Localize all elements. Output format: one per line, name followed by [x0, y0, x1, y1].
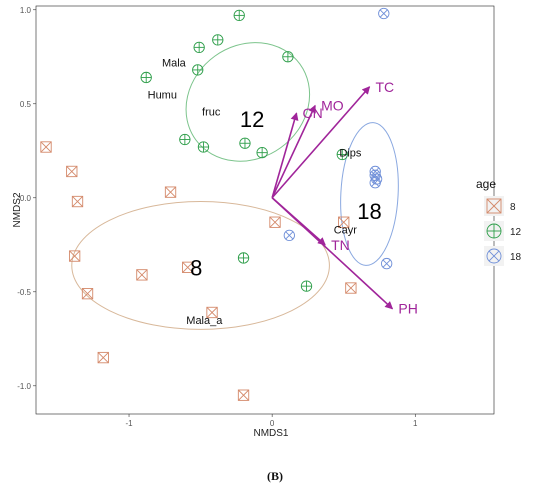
y-tick-label: 0.5 [20, 100, 32, 109]
species-label: Mala_a [186, 315, 223, 327]
point-age-12 [239, 137, 251, 149]
point-age-8 [269, 216, 281, 228]
x-tick-label: 0 [270, 419, 275, 428]
point-age-8 [237, 389, 250, 401]
centroid-label-8: 8 [190, 255, 202, 280]
y-tick-label: -0.5 [17, 288, 31, 297]
legend-key-8 [486, 198, 502, 214]
vector-arrow-tc [271, 86, 371, 199]
point-age-18 [381, 257, 393, 270]
point-age-8 [206, 306, 218, 319]
centroid-label-18: 18 [357, 199, 381, 224]
species-label: fruc [202, 106, 221, 118]
vector-arrow-mo [271, 104, 316, 199]
y-tick-label: -1.0 [17, 382, 31, 391]
vector-arrow-ph [271, 197, 394, 310]
point-age-12 [192, 64, 204, 76]
vector-label-cn: CN [302, 105, 322, 121]
species-label: Mala [162, 57, 187, 69]
point-age-8 [66, 165, 78, 178]
legend-label-12: 12 [510, 227, 522, 238]
x-axis-title: NMDS1 [253, 428, 288, 439]
figure-caption: (B) [267, 469, 283, 483]
ellipse-age-18 [340, 122, 399, 266]
point-age-8 [338, 216, 350, 228]
vector-arrow-cn [271, 112, 299, 198]
legend-title: age [476, 177, 496, 191]
y-tick-label: 1.0 [20, 6, 32, 15]
vector-label-tc: TC [375, 79, 394, 95]
ellipse-age-8 [71, 201, 330, 330]
x-tick-label: -1 [125, 419, 133, 428]
point-age-8 [68, 250, 81, 262]
point-age-12 [197, 141, 210, 153]
legend: age 8 12 18 [476, 177, 522, 266]
ellipse-age-12 [185, 42, 311, 162]
point-age-8 [182, 261, 194, 273]
y-axis-title: NMDS2 [12, 192, 23, 227]
legend-label-18: 18 [510, 252, 522, 263]
point-age-8 [345, 282, 357, 294]
point-age-8 [40, 141, 52, 153]
point-age-18 [378, 7, 390, 20]
vector-label-ph: PH [398, 301, 417, 317]
legend-key-12 [486, 223, 502, 239]
x-axis-ticks: -1 0 1 [125, 414, 418, 428]
point-age-8 [136, 269, 148, 281]
point-age-12 [256, 147, 268, 159]
point-age-12 [336, 148, 348, 161]
species-label: Cayr [334, 225, 358, 237]
vector-label-mo: MO [321, 98, 344, 114]
legend-key-18 [486, 248, 502, 264]
point-age-12 [282, 51, 294, 63]
point-age-18 [283, 229, 295, 242]
species-label: Humu [148, 89, 177, 101]
legend-label-8: 8 [510, 202, 516, 213]
point-age-12 [140, 71, 152, 84]
point-age-12 [300, 280, 313, 292]
y-axis-ticks: -1.0 -0.5 0.0 0.5 1.0 [17, 6, 36, 391]
sample-points [40, 7, 393, 401]
y-tick-label: 0.0 [20, 194, 32, 203]
vector-label-tn: TN [331, 237, 350, 253]
point-age-18 [369, 177, 381, 189]
point-age-8 [164, 186, 177, 198]
point-age-8 [71, 195, 84, 208]
confidence-ellipses [71, 42, 399, 330]
point-age-12 [179, 133, 191, 146]
point-age-12 [193, 41, 205, 54]
point-age-8 [81, 288, 94, 300]
x-tick-label: 1 [413, 419, 418, 428]
species-label: Dips [339, 148, 362, 160]
point-age-12 [233, 9, 245, 22]
centroid-label-12: 12 [240, 107, 264, 132]
point-age-12 [212, 34, 224, 46]
point-age-8 [97, 351, 109, 364]
point-age-12 [237, 252, 250, 264]
